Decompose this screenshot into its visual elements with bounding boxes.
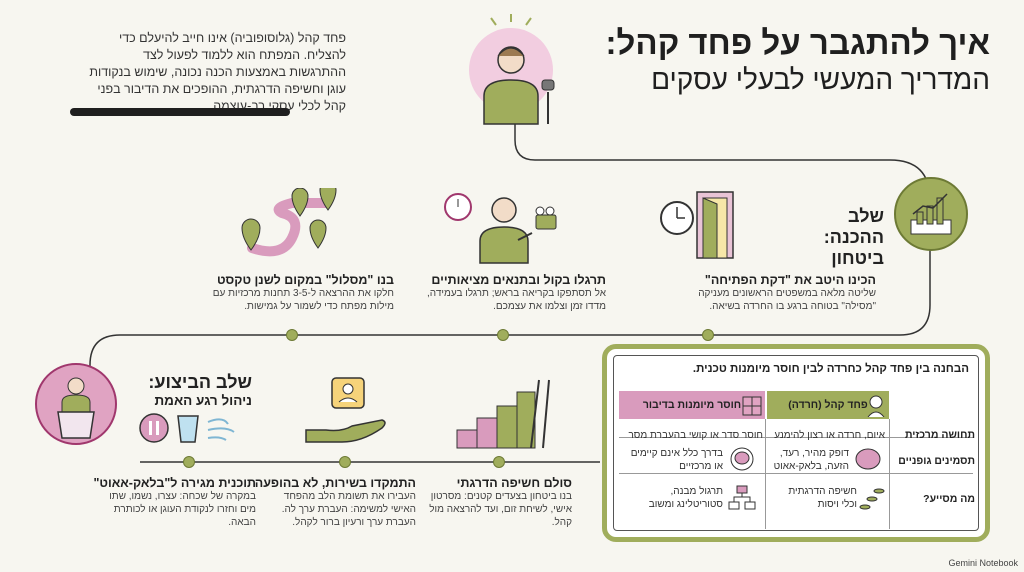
prep-phase-title-line2: ההכנה: [823, 227, 884, 247]
pause-water-breath-icon [138, 410, 238, 446]
exec-phase-heading: שלב הביצוע: ניהול רגע האמת [132, 372, 252, 408]
table-cell-skill: חוסר סדר או קושי בהעברת מסר [628, 430, 763, 441]
table-cell-fear: איום, חרדה או רצון להימנע [774, 430, 885, 441]
prep-step-text: חלקו את ההרצאה ל-3-5 תחנות מרכזיות עם מי… [212, 288, 394, 312]
table-row-label: תחושה מרכזית [904, 429, 975, 441]
head-brain-icon [727, 446, 757, 472]
practice-recording-icon [440, 185, 565, 265]
exec-step-ladder: סולם חשיפה הדרגתי בנו ביטחון בצעדים קטני… [422, 476, 572, 529]
path-dot [339, 456, 351, 468]
comparison-table-frame [613, 355, 979, 531]
table-divider [765, 419, 766, 529]
path-dot [286, 329, 298, 341]
comparison-title: הבחנה בין פחד קהל כחרדה לבין חוסר מיומנו… [692, 363, 969, 375]
speaker-at-mic-icon [469, 14, 555, 125]
table-cell-skill: תרגול מבנה, סטוריטלינג ומשוב [648, 486, 723, 510]
column-header-skill-label: חוסר מיומנות בדיבור [642, 399, 742, 411]
exec-step-title: סולם חשיפה הדרגתי [456, 476, 572, 490]
table-cell-fear: דופק מהיר, רעד, הזעה, בלאק-אאוט [773, 448, 849, 472]
exec-phase-icon [34, 362, 118, 446]
prep-step-opening: הכינו היטב את "דקת הפתיחה" שליטה מלאה במ… [676, 273, 876, 313]
table-divider [619, 473, 973, 474]
path-dot [183, 456, 195, 468]
prep-step-route: בנו "מסלול" במקום לשנן טקסט חלקו את ההרצ… [194, 273, 394, 313]
comparison-table: הבחנה בין פחד קהל כחרדה לבין חוסר מיומנו… [602, 344, 990, 542]
page-subtitle: המדריך המעשי לבעלי עסקים [651, 64, 990, 95]
exec-step-text: העבירו את תשומת הלב מהפחד האישי למשימה: … [281, 491, 416, 528]
intro-underline [70, 108, 290, 116]
exec-step-title: תוכנית מגירה ל"בלאק-אאוט" [93, 476, 256, 490]
prep-step-text: שליטה מלאה במשפטים הראשונים מעניקה "מסיל… [698, 288, 876, 312]
brain-icon [853, 447, 883, 471]
path-dot [702, 329, 714, 341]
table-row-label: תסמינים גופניים [898, 455, 975, 467]
path-dot [493, 456, 505, 468]
path-dot [497, 329, 509, 341]
prep-phase-title: שלב ההכנה: ביטחון [824, 206, 884, 269]
flowchart-icon [727, 485, 757, 511]
intro-paragraph: פחד קהל (גלוסופוביה) אינו חייב להיעלם כד… [89, 31, 346, 113]
clock-door-icon [655, 188, 755, 263]
puzzle-icon [741, 395, 763, 417]
prep-step-text: אל תסתפקו בקריאה בראש; תרגלו בעמידה, מדד… [427, 288, 606, 312]
prep-step-title: תרגלו בקול ובתנאים מציאותיים [431, 273, 606, 287]
anxious-person-icon [865, 393, 887, 418]
exec-step-blackout: תוכנית מגירה ל"בלאק-אאוט" במקרה של שכחה:… [93, 476, 256, 529]
column-header-fear-label: פחד קהל (חרדה) [788, 399, 868, 411]
table-divider [889, 419, 890, 529]
brand-footer: Gemini Notebook [948, 558, 1018, 568]
table-divider [619, 437, 973, 438]
prep-step-title: הכינו היטב את "דקת הפתיחה" [704, 273, 876, 287]
steps-coins-icon [859, 485, 885, 511]
column-header-fear: פחד קהל (חרדה) [767, 391, 889, 419]
table-cell-skill: בדרך כלל אינם קיימים או מרכזיים [630, 448, 723, 472]
prep-phase-title-line1: שלב [848, 206, 884, 226]
prep-phase-icon [893, 176, 969, 252]
prep-step-title: בנו "מסלול" במקום לשנן טקסט [216, 273, 394, 287]
ladder-steps-icon [455, 378, 550, 450]
prep-step-practice: תרגלו בקול ובתנאים מציאותיים אל תסתפקו ב… [416, 273, 606, 313]
exec-step-text: במקרה של שכחה: עצרו, נשמו, שתו מים וחזרו… [109, 491, 256, 528]
service-hand-icon [302, 372, 390, 448]
table-cell-fear: חשיפה הדרגתית וכלי ויסות [788, 486, 857, 510]
prep-phase-title-line3: ביטחון [831, 248, 884, 268]
exec-step-title: התמקדו בשירות, לא בהופעה [254, 476, 416, 490]
column-header-skill: חוסר מיומנות בדיבור [619, 391, 765, 419]
exec-step-text: בנו ביטחון בצעדים קטנים: מסרטון אישי, לש… [429, 491, 572, 528]
exec-phase-title: שלב הביצוע: [148, 372, 252, 392]
page-title: איך להתגבר על פחד קהל: [605, 24, 990, 61]
route-map-icon [232, 181, 352, 268]
speaker-illustration [456, 12, 576, 127]
exec-step-service: התמקדו בשירות, לא בהופעה העבירו את תשומת… [254, 476, 416, 529]
table-row-label: מה מסייע? [923, 493, 975, 505]
exec-phase-subtitle: ניהול רגע האמת [154, 393, 252, 408]
